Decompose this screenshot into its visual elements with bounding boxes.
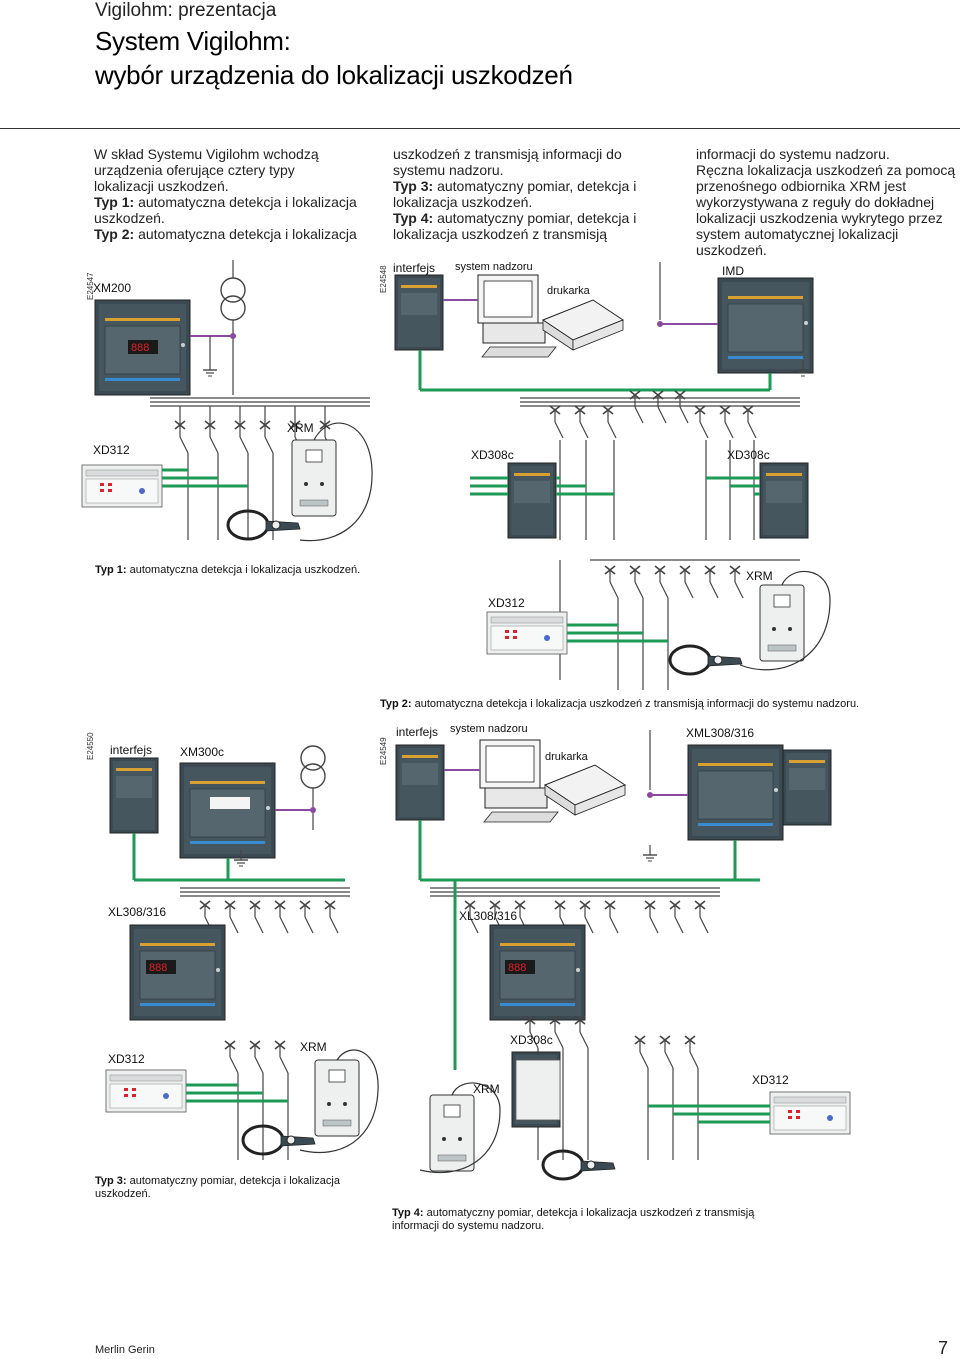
- printer: [542, 299, 624, 351]
- ground-symbol: [202, 359, 218, 377]
- xd312-device-3: [105, 1069, 187, 1113]
- col3-line: Ręczna lokalizacja uszkodzeń za pomocą: [696, 162, 956, 178]
- col2-line: uszkodzeń z transmisją informacji do: [393, 146, 622, 162]
- label-drukarka-2: drukarka: [545, 751, 588, 763]
- label-xd312-4: XD312: [752, 1073, 789, 1087]
- caption-typ1: Typ 1: automatyczna detekcja i lokalizac…: [95, 564, 361, 576]
- diagram-typ1-typ2: 888: [81, 260, 373, 542]
- label-system-nadzoru-2: system nadzoru: [450, 723, 528, 735]
- xd312-device-2: [486, 611, 568, 655]
- col2-line: systemu nadzoru.: [393, 162, 504, 178]
- xm300c-device: [179, 762, 276, 859]
- interface-device-2: [109, 757, 159, 834]
- label-system-nadzoru-1: system nadzoru: [455, 261, 533, 273]
- diagram-typ3: 888: [105, 745, 379, 1160]
- col1-line: lokalizacji uszkodzeń.: [94, 178, 229, 194]
- label-imd: IMD: [722, 264, 744, 278]
- caption-typ3: Typ 3: automatyczny pomiar, detekcja i l…: [95, 1175, 340, 1200]
- transformer-symbol-2: [300, 745, 326, 789]
- label-drukarka-1: drukarka: [547, 285, 590, 297]
- col1-typ2: Typ 2: automatyczna detekcja i lokalizac…: [94, 226, 357, 242]
- clamp-meter-4: [541, 1149, 617, 1181]
- col2-line: lokalizacja uszkodzeń.: [393, 194, 533, 210]
- label-xrm-1: XRM: [287, 421, 314, 435]
- xl308-display-readout-1: 888: [149, 962, 167, 974]
- label-xml308: XML308/316: [686, 726, 755, 740]
- footer-brand: Merlin Gerin: [95, 1344, 155, 1356]
- transformer-symbol: [220, 277, 246, 321]
- diagram-typ2-portable: [486, 559, 831, 690]
- printer-2: [544, 764, 626, 816]
- col3-line: informacji do systemu nadzoru.: [696, 146, 890, 162]
- label-xd312-3: XD312: [108, 1052, 145, 1066]
- clamp-meter-3: [241, 1124, 317, 1156]
- caption-typ4: Typ 4: automatyczny pomiar, detekcja i l…: [392, 1207, 755, 1232]
- interface-device: [394, 274, 444, 351]
- label-xd308c-2: XD308c: [727, 448, 770, 462]
- clamp-meter: [226, 509, 302, 541]
- header-rule: [0, 128, 960, 129]
- clamp-meter-2: [668, 644, 744, 676]
- label-xrm-4: XRM: [473, 1082, 500, 1096]
- col3-line: wykorzystywana z reguły do dokładnej: [696, 194, 935, 210]
- label-xd312-1: XD312: [93, 443, 130, 457]
- label-interfejs-1: interfejs: [393, 261, 436, 275]
- xrm-device-2: [759, 584, 805, 662]
- diagram-typ2-transmission: [394, 262, 814, 540]
- col2-typ4: Typ 4: automatyczny pomiar, detekcja i: [393, 210, 637, 226]
- xml308-device: [687, 744, 784, 841]
- col2-line: lokalizacja uszkodzeń z transmisją: [393, 226, 607, 242]
- xm200-display: [128, 340, 158, 354]
- xml308-extension: [782, 749, 832, 826]
- col3-line: system automatycznej lokalizacji: [696, 226, 899, 242]
- label-xd312-2: XD312: [488, 596, 525, 610]
- xl308-display-readout-2: 888: [508, 962, 526, 974]
- page-title-line2: wybór urządzenia do lokalizacji uszkodze…: [95, 60, 573, 90]
- text-column-3: informacji do systemu nadzoru. Ręczna lo…: [696, 146, 960, 258]
- label-xrm-2: XRM: [746, 569, 773, 583]
- col1-typ1: Typ 1: automatyczna detekcja i lokalizac…: [94, 194, 357, 210]
- xd308c-device-2: [759, 462, 809, 539]
- label-xm200: XM200: [93, 281, 132, 295]
- xm200-display-readout: 888: [131, 342, 149, 354]
- interface-device-3: [395, 744, 445, 821]
- label-interfejs-3: interfejs: [396, 725, 439, 739]
- col1-line: urządzenia oferujące cztery typy: [94, 162, 295, 178]
- col3-line: uszkodzeń.: [696, 242, 767, 258]
- label-interfejs-2: interfejs: [110, 743, 153, 757]
- caption-typ2: Typ 2: automatyczna detekcja i lokalizac…: [380, 698, 860, 710]
- col2-typ3: Typ 3: automatyczny pomiar, detekcja i: [393, 178, 637, 194]
- diagram-typ4: 888: [395, 730, 851, 1181]
- col3-line: przenośnego odbiornika XRM jest: [696, 178, 907, 194]
- supervisor-computer: [477, 274, 557, 358]
- label-xl308-2: XL308/316: [459, 909, 518, 923]
- col1-line: uszkodzeń.: [94, 210, 165, 226]
- xd312-device: [81, 464, 163, 508]
- xd308c-device-1: [507, 462, 557, 539]
- xrm-device-3: [314, 1059, 360, 1137]
- page-subtitle: Vigilohm: prezentacja: [95, 0, 277, 21]
- text-column-1: W skład Systemu Vigilohm wchodzą urządze…: [94, 146, 364, 242]
- label-xm300c: XM300c: [180, 745, 225, 759]
- label-xd308c-1: XD308c: [471, 448, 514, 462]
- text-column-2: uszkodzeń z transmisją informacji do sys…: [393, 146, 678, 242]
- label-xrm-3: XRM: [300, 1040, 327, 1054]
- page-number: 7: [938, 1338, 949, 1358]
- label-xd308c-3: XD308c: [510, 1033, 553, 1047]
- xrm-device-4: [429, 1094, 475, 1172]
- xl308-device-2: [489, 924, 586, 1021]
- xl308-device-1: [129, 924, 226, 1021]
- xrm-device: [291, 439, 337, 517]
- col1-line: W skład Systemu Vigilohm wchodzą: [94, 146, 319, 162]
- imd-device: [717, 277, 814, 374]
- page-title-line1: System Vigilohm:: [95, 26, 291, 56]
- xd312-device-4: [769, 1091, 851, 1135]
- green-wires: [162, 468, 248, 488]
- col3-line: lokalizacji uszkodzenia wykrytego przez: [696, 210, 943, 226]
- label-xl308-1: XL308/316: [108, 905, 167, 919]
